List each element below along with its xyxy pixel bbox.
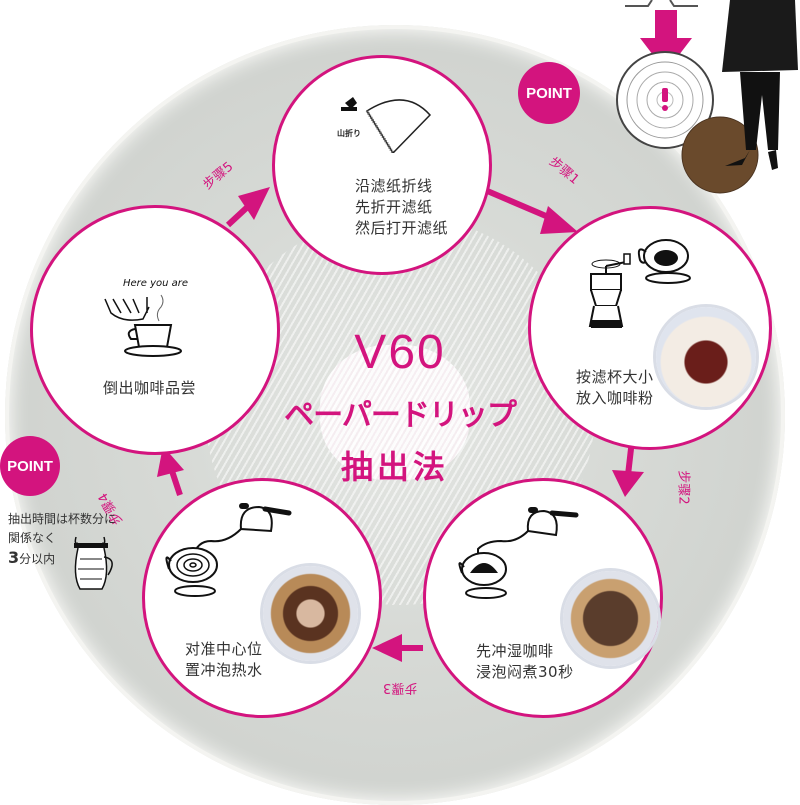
filter-paper-fold-icon [341, 97, 432, 153]
top-right-illustration [616, 0, 798, 194]
title-model: V60 [354, 326, 446, 379]
point-badge-top: POINT [518, 62, 580, 124]
step-3-line-2: 浸泡闷煮30秒 [476, 663, 574, 681]
bloom-coffee-photo [563, 571, 658, 666]
step-1-line-1: 沿滤纸折线 [355, 177, 433, 195]
title-method-kanji: 抽出法 [340, 448, 449, 486]
arrow-step1-icon [540, 206, 578, 234]
point-note-emphasis: 3 [8, 548, 20, 567]
arrow-step3-icon [372, 634, 402, 662]
step-1-text: 沿滤纸折线 先折开滤纸 然后打开滤纸 [355, 176, 448, 239]
kettle-pour-icon [458, 507, 579, 599]
server-pot-icon [74, 536, 113, 590]
step-5-circle: Here you are 倒出咖啡品尝 [30, 205, 280, 455]
coffee-grinder-icon [588, 239, 691, 328]
step-2-line-1: 按滤杯大小 [576, 368, 654, 386]
step-4-circle: 对准中心位 置冲泡热水 [142, 478, 382, 718]
person-icon [722, 0, 798, 72]
point-note: 抽出時間は杯数分に 関係なく 3分以内 [8, 510, 116, 569]
center-highlight [320, 345, 470, 480]
step-4-line-1: 对准中心位 [185, 640, 263, 658]
arrow-step2-icon [612, 470, 644, 497]
spiral-pour-icon [165, 503, 292, 597]
title-method-kana: ペーパードリップ [284, 398, 517, 433]
here-you-are-caption: Here you are [123, 278, 189, 289]
down-arrow-icon [655, 10, 677, 38]
step-1-line-2: 先折开滤纸 [355, 198, 433, 216]
step-1-circle: 山折り 沿滤纸折线 先折开滤纸 然后打开滤纸 [272, 55, 492, 275]
point-note-line-1: 抽出時間は杯数分に [8, 512, 117, 526]
step-3-text: 先冲湿咖啡 浸泡闷煮30秒 [476, 641, 574, 683]
step-2-circle: 按滤杯大小 放入咖啡粉 [528, 206, 772, 450]
pour-coffee-photo [263, 566, 358, 661]
step-2-line-2: 放入咖啡粉 [576, 389, 654, 407]
step-4-line-2: 置冲泡热水 [185, 661, 263, 679]
point-note-line-2: 関係なく [8, 531, 57, 545]
step-2-text: 按滤杯大小 放入咖啡粉 [576, 367, 654, 409]
step-5-line-1: 倒出咖啡品尝 [103, 379, 197, 397]
step-1-line-3: 然后打开滤纸 [355, 219, 449, 237]
step-4-text: 对准中心位 置冲泡热水 [185, 639, 263, 681]
coffee-grounds-photo [682, 117, 758, 193]
step-3-line-1: 先冲湿咖啡 [476, 642, 554, 660]
step-label-3: 步骤3 [383, 680, 418, 695]
step-5-text: 倒出咖啡品尝 [103, 378, 196, 399]
step-3-circle: 先冲湿咖啡 浸泡闷煮30秒 [423, 478, 663, 718]
fold-caption: 山折り [337, 129, 361, 138]
arrow-step5-icon [238, 187, 270, 220]
step-label-2: 步骤2 [675, 470, 691, 505]
point-note-line-3: 3分以内 [8, 548, 56, 567]
point-badge-left: POINT [0, 436, 60, 496]
coffee-powder-photo [656, 307, 756, 407]
coffee-cup-icon [104, 294, 182, 357]
